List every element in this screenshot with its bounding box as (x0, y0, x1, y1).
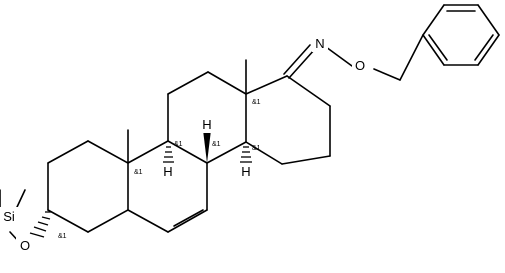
stereo-label-c8: &1 (212, 141, 221, 148)
h8-wedge (203, 130, 211, 163)
silyl-ether-oxygen-label: O (20, 238, 30, 253)
stereo-label-c13: &1 (252, 99, 261, 106)
stereo-label-c3: &1 (58, 233, 67, 240)
h14-label: H (241, 164, 250, 179)
benzene-ring (422, 4, 500, 66)
ring-b (127, 140, 208, 233)
h9-hashed-wedge (163, 146, 174, 163)
ring-c (167, 71, 247, 164)
c3-hashed-wedge (29, 211, 51, 238)
h14-hashed-wedge (240, 146, 252, 163)
benzyl-oxime-chain (283, 34, 424, 81)
stereo-label-c10: &1 (134, 169, 143, 176)
h9-label: H (163, 164, 172, 179)
silicon-label: Si (3, 209, 15, 224)
oxime-oxygen-label: O (355, 58, 365, 73)
ring-d (245, 75, 331, 165)
h8-label: H (202, 117, 211, 132)
ring-a (47, 140, 129, 233)
oxime-nitrogen-label: N (315, 36, 324, 51)
stereo-label-c9: &1 (174, 141, 183, 148)
stereo-label-c14: &1 (252, 145, 261, 152)
